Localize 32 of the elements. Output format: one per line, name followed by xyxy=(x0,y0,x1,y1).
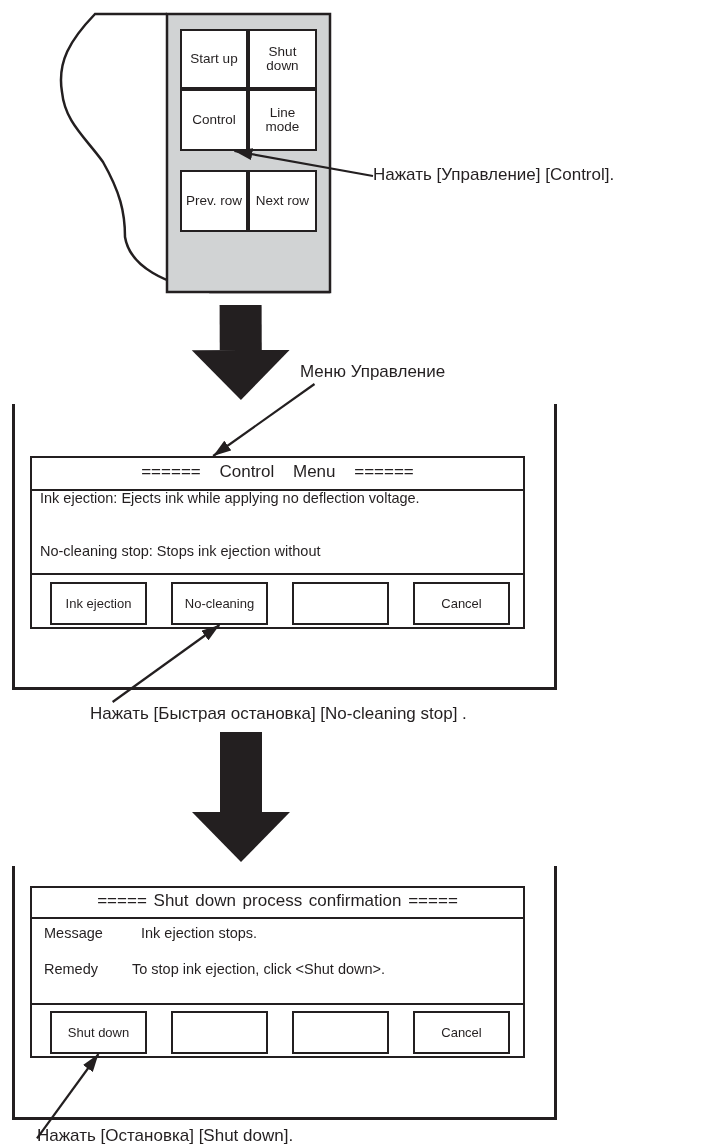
screen-button: Shut down xyxy=(50,1011,147,1054)
dialog-text: Ink ejection stops. xyxy=(141,926,259,942)
screen-button: Cancel xyxy=(413,1011,510,1054)
dialog-text: Ink ejection: Ejects ink while applying no deflection voltage. xyxy=(40,491,421,507)
dialog-title: ===== Shut down process confirmation ===== xyxy=(96,892,459,910)
leader-arrow xyxy=(234,148,374,178)
screen-button: Cancel xyxy=(413,582,510,625)
field-label: Remedy xyxy=(44,962,99,978)
dialog-text: No-cleaning stop: Stops ink ejection without xyxy=(40,544,322,560)
menu-caption: Меню Управление xyxy=(300,360,446,384)
blank-button xyxy=(292,582,389,625)
panel-key: Control xyxy=(180,89,248,151)
instruction-text: Нажать [Остановка] [Shut down]. xyxy=(37,1124,294,1148)
leader-arrow xyxy=(36,1053,100,1140)
dialog-text: To stop ink ejection, click <Shut down>. xyxy=(132,962,387,978)
field-label: Message xyxy=(44,926,104,942)
panel-key: Line mode xyxy=(248,89,317,151)
blank-button xyxy=(171,1011,268,1054)
screen-button: Ink ejection xyxy=(50,582,147,625)
instruction-text: Нажать [Управление] [Control]. xyxy=(373,163,615,189)
panel-key: Start up xyxy=(180,29,248,89)
leader-arrow xyxy=(212,383,316,457)
screen-button: No-cleaning xyxy=(171,582,268,625)
instruction-text: Нажать [Быстрая остановка] [No-cleaning stop] . xyxy=(90,702,467,728)
panel-key: Prev. row xyxy=(180,170,248,232)
dialog-window xyxy=(30,456,525,629)
dialog-title: ====== Control Menu ====== xyxy=(140,463,415,481)
leader-arrow xyxy=(111,624,221,703)
blank-button xyxy=(292,1011,389,1054)
panel-key: Shut down xyxy=(248,29,317,89)
panel-key: Next row xyxy=(248,170,317,232)
dialog-window xyxy=(30,886,525,1058)
